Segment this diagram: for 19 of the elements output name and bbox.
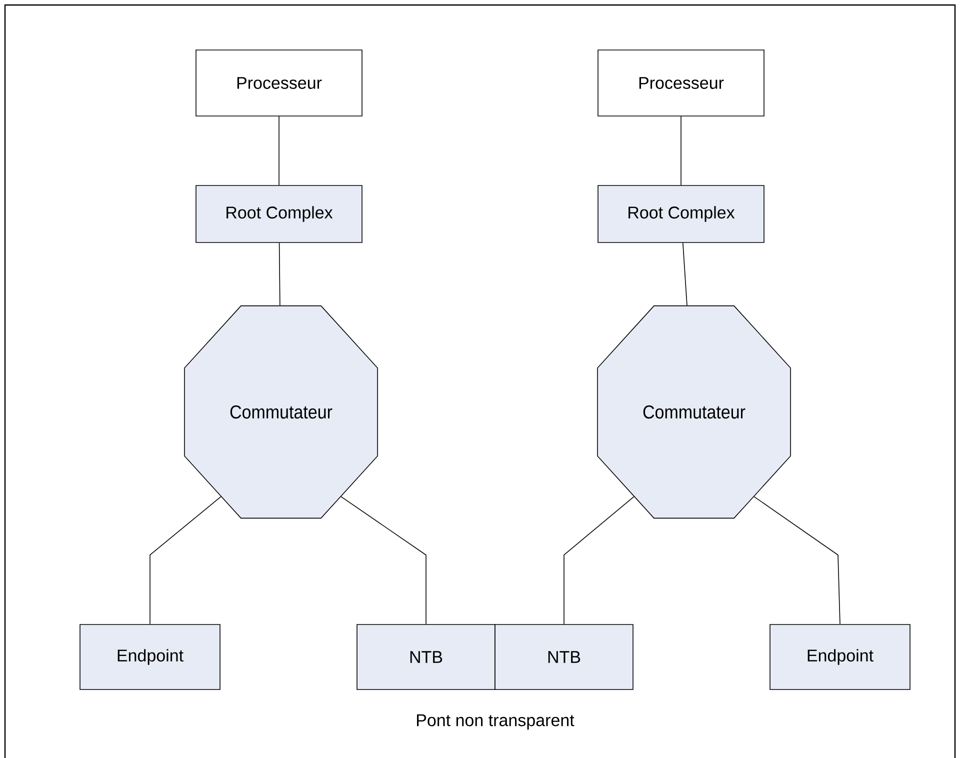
- process-box: Root Complex: [598, 185, 764, 243]
- connector-line: [680, 116, 682, 186]
- process-box: Root Complex: [196, 185, 362, 243]
- connector-line: [682, 242, 688, 306]
- process-box: NTB: [356, 624, 496, 690]
- process-box: Endpoint: [80, 624, 220, 690]
- connector-line: [564, 496, 634, 624]
- process-box: Processeur: [598, 50, 764, 116]
- process-box: Processeur: [196, 50, 362, 116]
- connector-line: [150, 496, 222, 624]
- connector-line: [278, 116, 280, 186]
- process-box: NTB: [494, 624, 634, 690]
- process-box: Endpoint: [770, 624, 910, 690]
- octagon-switch: Commutateur: [597, 305, 791, 519]
- octagon-switch: Commutateur: [184, 305, 378, 519]
- caption-text: Pont non transparent: [417, 714, 574, 730]
- connector-line: [340, 496, 426, 624]
- connector-line: [278, 242, 280, 306]
- connector-line: [754, 496, 840, 624]
